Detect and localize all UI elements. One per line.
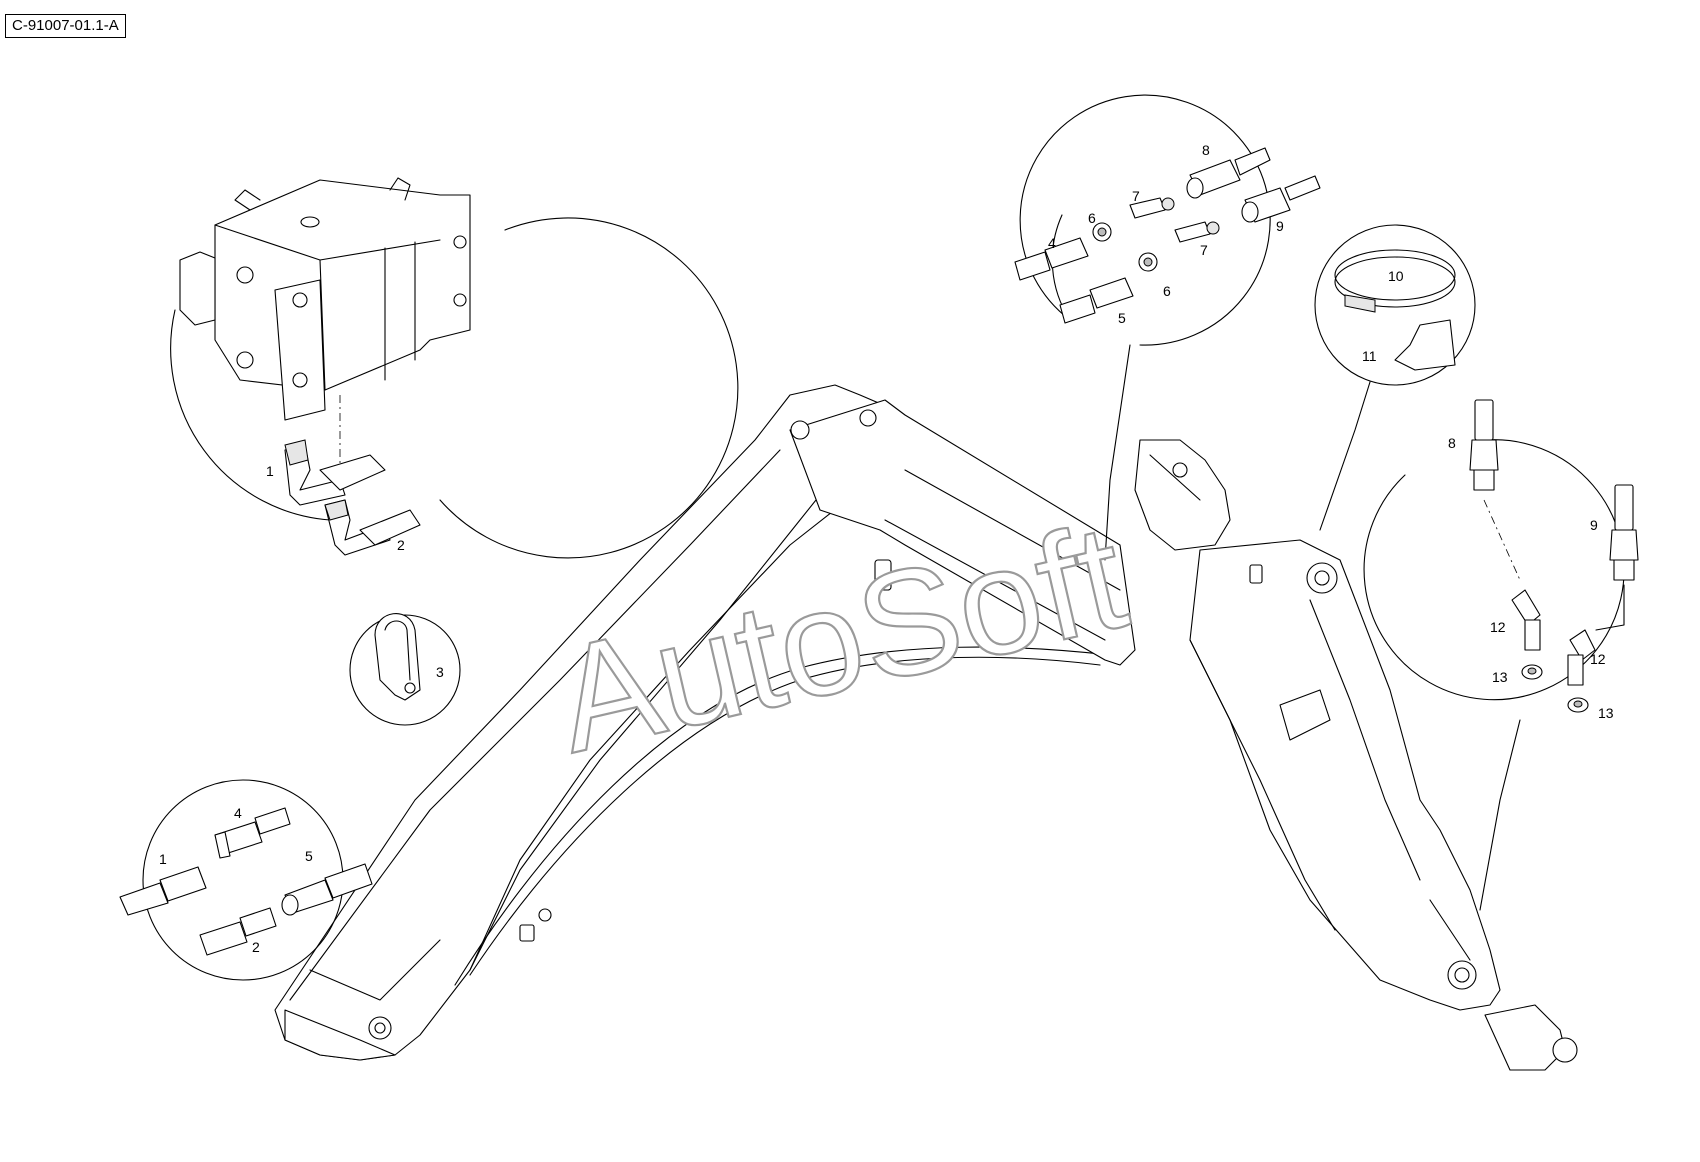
callout-6-top-b: 6 [1163,283,1171,299]
watermark: AutoSoft [541,491,1139,784]
pump-detail: 1 2 [170,177,739,559]
callout-8-top: 8 [1202,142,1210,158]
callout-2: 2 [397,537,405,553]
callout-4-top: 4 [1048,235,1056,251]
fittings-top-detail: 8 7 6 4 9 7 6 5 [1014,94,1321,561]
fittings-bottom-detail: 1 4 5 2 [119,779,373,981]
callout-12-b: 12 [1590,651,1606,667]
callout-10: 10 [1388,268,1404,284]
callout-6-top-a: 6 [1088,210,1096,226]
callout-11: 11 [1362,348,1377,364]
hose-clamp-detail: 10 11 [1314,224,1476,531]
callout-8-swivel: 8 [1448,435,1456,451]
swivel-detail: 8 9 12 12 13 13 [1363,399,1639,911]
reference-code: C-91007-01.1-A [5,14,126,38]
callout-13-a: 13 [1492,669,1508,685]
boom-assembly [274,384,1578,1071]
callout-3: 3 [436,664,444,680]
callout-5-top: 5 [1118,310,1126,326]
callout-2-bottom: 2 [252,939,260,955]
callout-1-bottom: 1 [159,851,167,867]
callout-12-a: 12 [1490,619,1506,635]
callout-9-top: 9 [1276,218,1284,234]
clamp-detail: 3 [349,613,461,726]
callout-7-top-b: 7 [1200,242,1208,258]
callout-4-bottom: 4 [234,805,242,821]
callout-1: 1 [266,463,274,479]
callout-7-top-a: 7 [1132,188,1140,204]
callout-9-swivel: 9 [1590,517,1598,533]
callout-13-b: 13 [1598,705,1614,721]
callout-5-bottom: 5 [305,848,313,864]
